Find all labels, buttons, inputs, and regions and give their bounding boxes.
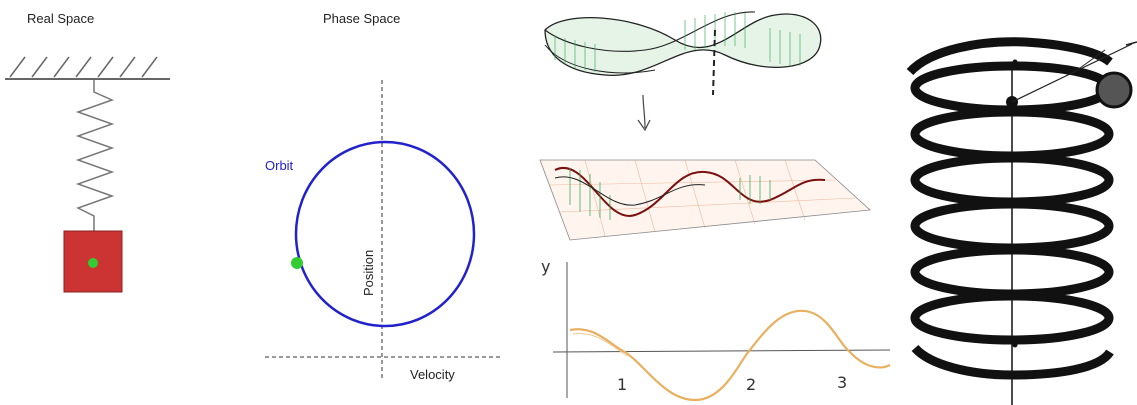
orbit-label: Orbit bbox=[265, 158, 294, 173]
phase-space-title: Phase Space bbox=[323, 11, 400, 26]
orbit-circle bbox=[294, 140, 476, 328]
helix-coil bbox=[910, 291, 1114, 345]
tick-label-2: 2 bbox=[746, 375, 756, 394]
wave-graph-sketch: y 1 2 3 bbox=[541, 257, 891, 402]
real-space-title: Real Space bbox=[27, 11, 94, 26]
helix-ball bbox=[1095, 71, 1133, 109]
phase-space-diagram: Phase Space Orbit Position Velocity bbox=[265, 11, 500, 382]
velocity-axis-label: Velocity bbox=[410, 367, 455, 382]
sketch-diagram: y 1 2 3 bbox=[539, 11, 891, 402]
helix-panel bbox=[900, 0, 1137, 405]
pointer-tip bbox=[1125, 41, 1137, 46]
mass-center-dot bbox=[88, 258, 98, 268]
twisted-ribbon-sketch bbox=[544, 11, 822, 96]
spring bbox=[75, 80, 115, 232]
down-arrow-sketch bbox=[637, 94, 651, 132]
position-axis-label: Position bbox=[361, 250, 376, 296]
pointer-line bbox=[1011, 43, 1133, 103]
wave-plane-sketch bbox=[539, 159, 871, 241]
pointer-arrow bbox=[1079, 49, 1106, 69]
helix-diagram bbox=[906, 37, 1137, 405]
phase-point bbox=[291, 257, 303, 269]
tick-label-3: 3 bbox=[837, 373, 847, 392]
graph-x-axis bbox=[552, 349, 891, 353]
axis-markers bbox=[1012, 59, 1018, 348]
ceiling-hatching bbox=[9, 56, 158, 78]
real-space-diagram: Real Space bbox=[5, 11, 170, 293]
phase-space-panel: Phase Space Orbit Position Velocity bbox=[205, 0, 525, 405]
tick-label-1: 1 bbox=[617, 375, 627, 394]
helix-coils bbox=[906, 37, 1114, 380]
graph-y-label: y bbox=[541, 257, 550, 276]
helix-top-arc bbox=[906, 37, 1113, 76]
sketch-panel: y 1 2 3 bbox=[525, 0, 900, 405]
sine-wave bbox=[569, 309, 891, 402]
real-space-panel: Real Space bbox=[0, 0, 205, 405]
helix-bottom-arc bbox=[911, 344, 1114, 380]
